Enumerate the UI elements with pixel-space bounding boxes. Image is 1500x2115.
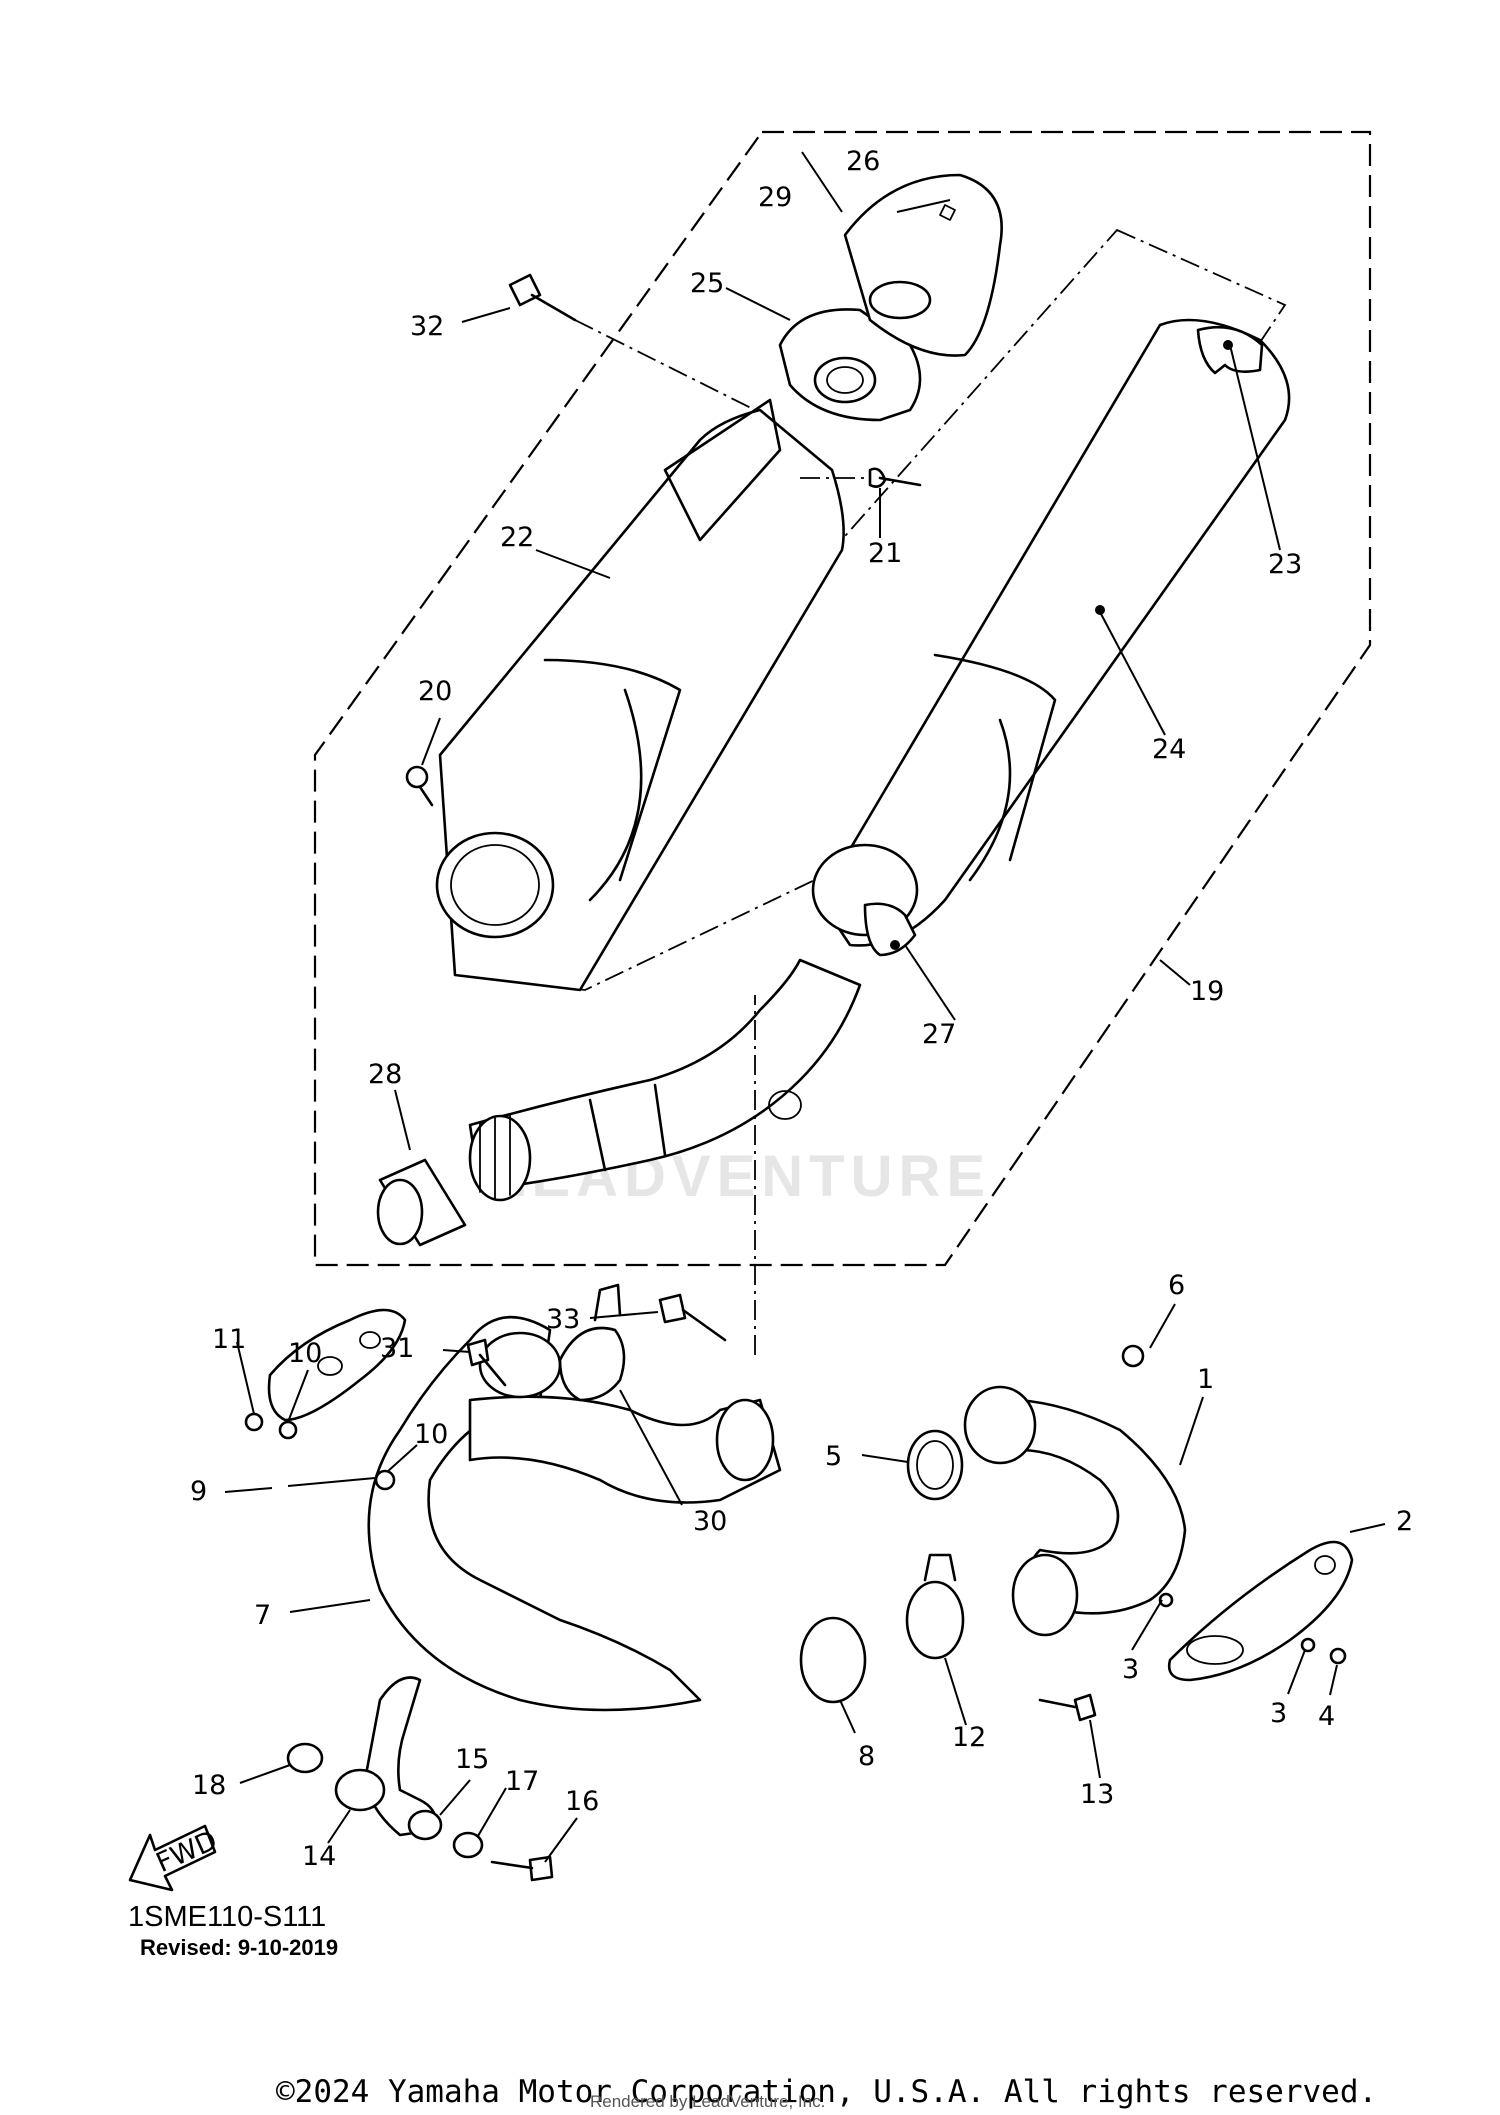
callout-7: 7 bbox=[254, 1600, 271, 1631]
copyright-notice: ©2024 Yamaha Motor Corporation, U.S.A. A… bbox=[276, 2074, 1378, 2110]
callout-4: 4 bbox=[1318, 1701, 1335, 1732]
diagram-code: 1SME110-S111 bbox=[128, 1901, 327, 1933]
callout-14: 14 bbox=[302, 1841, 336, 1872]
clamp-30 bbox=[558, 1283, 626, 1402]
callout-23: 23 bbox=[1268, 549, 1302, 580]
callout-10a: 10 bbox=[288, 1338, 322, 1369]
clamp-12 bbox=[905, 1553, 965, 1660]
callout-25: 25 bbox=[690, 268, 724, 299]
silencer-body-24 bbox=[811, 318, 1291, 957]
callout-27: 27 bbox=[922, 1019, 956, 1050]
callout-30: 30 bbox=[693, 1506, 727, 1537]
callout-31: 31 bbox=[380, 1333, 414, 1364]
callout-3b: 3 bbox=[1270, 1698, 1287, 1729]
bracket-14 bbox=[334, 1676, 438, 1837]
callout-24: 24 bbox=[1152, 734, 1186, 765]
nut-11 bbox=[244, 1412, 264, 1432]
callout-8: 8 bbox=[858, 1741, 875, 1772]
callout-16: 16 bbox=[565, 1786, 599, 1817]
bolt-4 bbox=[1329, 1647, 1347, 1665]
callout-15: 15 bbox=[455, 1744, 489, 1775]
protector-9 bbox=[267, 1308, 407, 1422]
joint-8 bbox=[799, 1616, 867, 1704]
bolt-16 bbox=[490, 1855, 554, 1882]
callout-17: 17 bbox=[505, 1766, 539, 1797]
bolt-32-guide bbox=[574, 319, 756, 411]
washer-17 bbox=[452, 1831, 484, 1859]
washer-3a bbox=[1158, 1592, 1174, 1608]
callout-5: 5 bbox=[825, 1441, 842, 1472]
end-cap-25 bbox=[778, 308, 922, 422]
rendered-by: Rendered by LeadVenture, Inc. bbox=[590, 2092, 826, 2111]
callout-3a: 3 bbox=[1122, 1654, 1139, 1685]
bolt-18 bbox=[286, 1742, 324, 1774]
gasket-28 bbox=[376, 1158, 467, 1247]
header-pipe-1 bbox=[963, 1385, 1187, 1637]
callout-12: 12 bbox=[952, 1722, 986, 1753]
callout-10b: 10 bbox=[414, 1419, 448, 1450]
bolt-33 bbox=[658, 995, 756, 1355]
washer-10b bbox=[374, 1469, 396, 1491]
callout-20: 20 bbox=[418, 676, 452, 707]
bolt-13 bbox=[1038, 1693, 1097, 1722]
muffler-body-outline bbox=[453, 228, 1287, 991]
exhaust-pipe-19 bbox=[468, 958, 862, 1202]
end-cap-29 bbox=[843, 173, 1003, 357]
callout-11: 11 bbox=[212, 1324, 246, 1355]
grommet-15 bbox=[407, 1809, 443, 1841]
leader-lines bbox=[224, 151, 1386, 1863]
callout-13: 13 bbox=[1080, 1779, 1114, 1810]
bolt-20 bbox=[405, 765, 434, 807]
bolt-31 bbox=[466, 1338, 507, 1387]
callout-32: 32 bbox=[410, 311, 444, 342]
fwd-arrow-icon: FWD bbox=[128, 1824, 222, 1892]
callout-2: 2 bbox=[1396, 1506, 1413, 1537]
header-pipe-7 bbox=[367, 1315, 782, 1712]
callout-9: 9 bbox=[190, 1476, 207, 1507]
fwd-label: FWD bbox=[152, 1825, 222, 1879]
callout-33: 33 bbox=[546, 1304, 580, 1335]
revision-date: Revised: 9-10-2019 bbox=[140, 1935, 339, 1960]
callout-28: 28 bbox=[368, 1059, 402, 1090]
callout-18: 18 bbox=[192, 1770, 226, 1801]
washer-10a bbox=[278, 1420, 298, 1440]
callout-6: 6 bbox=[1168, 1270, 1185, 1301]
muffler-body-22 bbox=[435, 398, 845, 992]
callout-26: 26 bbox=[846, 146, 880, 177]
callout-22: 22 bbox=[500, 522, 534, 553]
callout-21: 21 bbox=[868, 538, 902, 569]
callout-1: 1 bbox=[1197, 1364, 1214, 1395]
rivet-21 bbox=[800, 467, 922, 488]
callout-29: 29 bbox=[758, 182, 792, 213]
bolt-32 bbox=[508, 273, 577, 322]
muffler-assembly-outline bbox=[313, 130, 1372, 1267]
protector-2 bbox=[1167, 1540, 1354, 1682]
nut-6 bbox=[1121, 1344, 1145, 1368]
callout-19: 19 bbox=[1190, 976, 1224, 1007]
washer-3b bbox=[1300, 1637, 1316, 1653]
